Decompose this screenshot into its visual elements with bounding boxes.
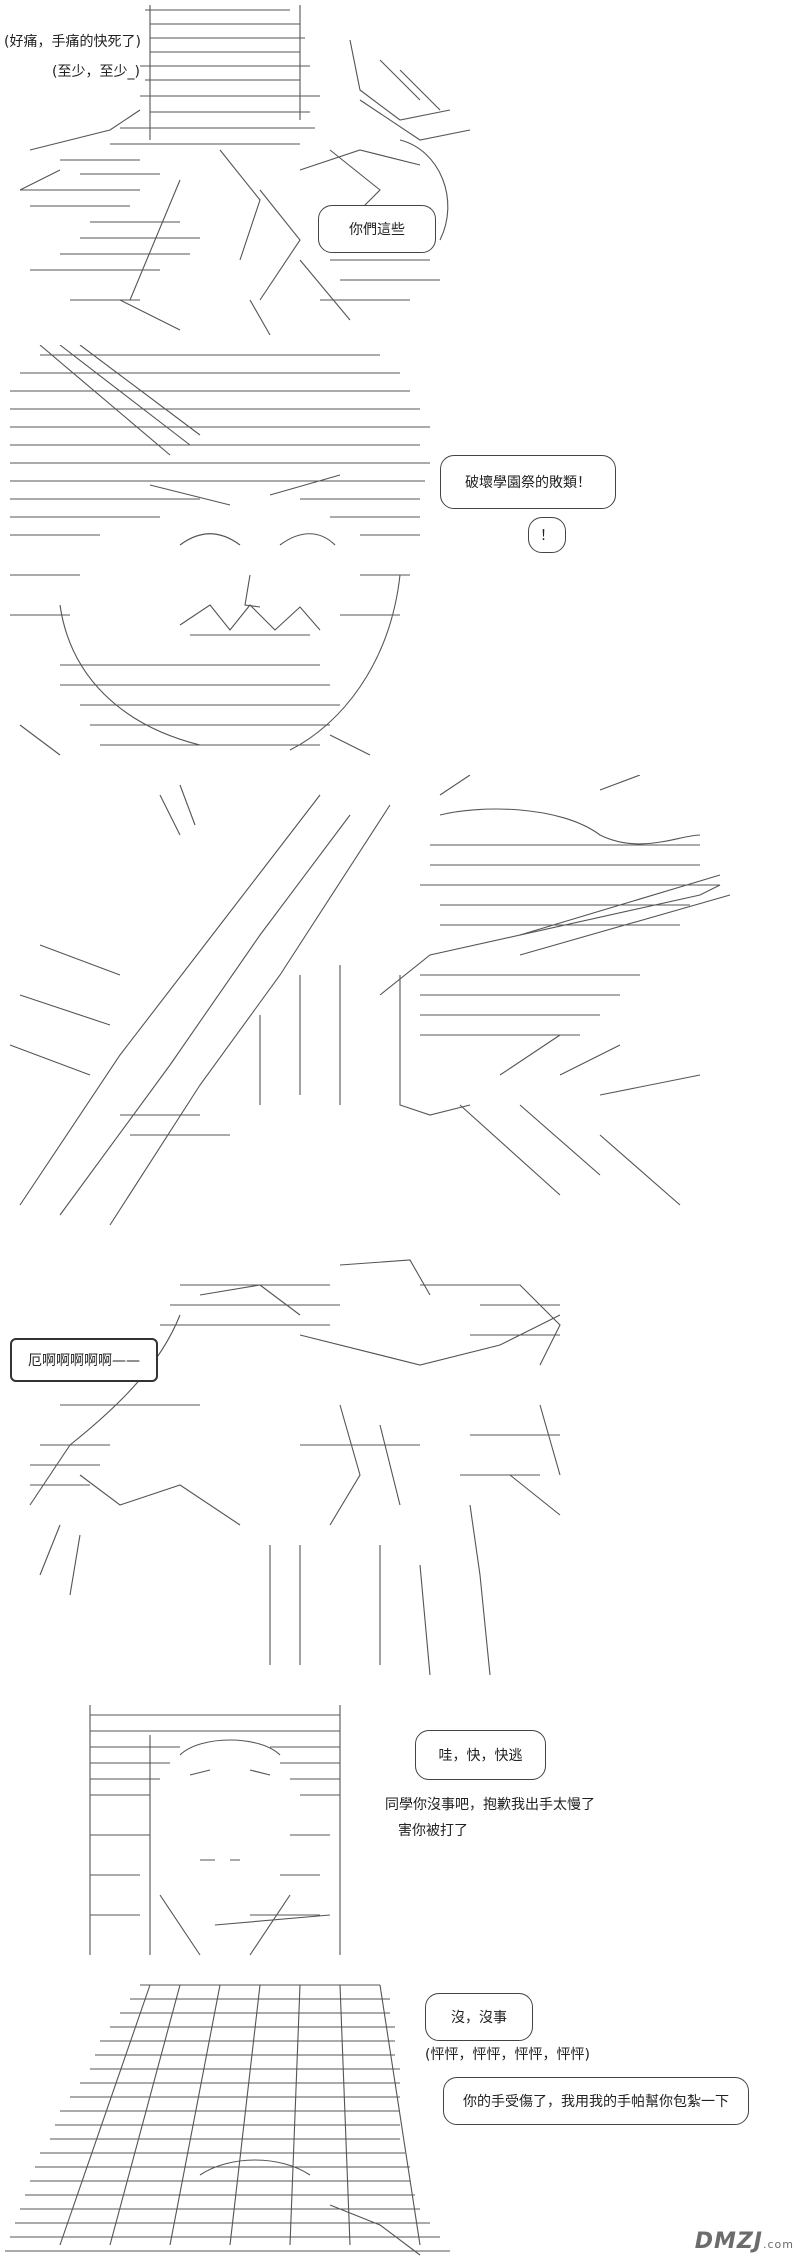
speech-bubble-scream: 厄啊啊啊啊啊—— <box>10 1338 158 1382</box>
panel-3 <box>0 775 800 1235</box>
speech-text: 你的手受傷了，我用我的手帕幫你包紮一下 <box>463 2094 729 2110</box>
speech-text: 哇，快，快逃 <box>438 1748 523 1764</box>
speech-bubble-1: 你們這些 <box>318 205 436 253</box>
dmzj-watermark: DMZJ.com <box>695 2229 794 2254</box>
heartbeat-text: (怦怦，怦怦，怦怦，怦怦) <box>425 2047 590 2063</box>
ascii-art-face-close-up <box>10 345 430 756</box>
speech-bubble-handkerchief: 你的手受傷了，我用我的手帕幫你包紮一下 <box>443 2077 749 2125</box>
ascii-art-figure-1 <box>19 5 471 336</box>
watermark-brand: DMZJ <box>694 2229 763 2254</box>
speech-text: 你們這些 <box>349 222 405 238</box>
speech-text: ！ <box>540 528 554 544</box>
ascii-art-hair-shading <box>5 1984 450 2256</box>
speech-bubble-run: 哇，快，快逃 <box>415 1730 546 1780</box>
ascii-art-action-punch <box>9 775 731 1226</box>
panel-5: 哇，快，快逃 同學你沒事吧，抱歉我出手太慢了 害你被打了 <box>0 1695 800 1965</box>
thought-text-1: (好痛，手痛的快死了) <box>4 34 141 50</box>
watermark-suffix: .com <box>763 2238 794 2251</box>
panel-2: 破壞學園祭的敗類！ ！ <box>0 345 800 765</box>
speech-text: 沒，沒事 <box>451 2010 507 2026</box>
thought-text-2: (至少，至少_) <box>52 64 140 80</box>
speech-bubble-fine: 沒，沒事 <box>425 1993 533 2041</box>
dialogue-line-2: 害你被打了 <box>398 1823 468 1839</box>
dialogue-line-1: 同學你沒事吧，抱歉我出手太慢了 <box>385 1797 595 1813</box>
speech-text: 厄啊啊啊啊啊—— <box>28 1353 140 1369</box>
panel-1: (好痛，手痛的快死了) (至少，至少_) 你們這些 <box>0 0 800 340</box>
speech-text: 破壞學園祭的敗類！ <box>465 475 591 491</box>
panel-4: 厄啊啊啊啊啊—— <box>0 1245 800 1685</box>
speech-bubble-exclaim: ！ <box>528 517 566 553</box>
ascii-art-girl-rescuer <box>89 1705 341 1956</box>
panel-6: 沒，沒事 (怦怦，怦怦，怦怦，怦怦) 你的手受傷了，我用我的手帕幫你包紮一下 <box>0 1975 800 2258</box>
ascii-art-struggle <box>29 1259 561 1676</box>
speech-bubble-2: 破壞學園祭的敗類！ <box>440 455 616 509</box>
